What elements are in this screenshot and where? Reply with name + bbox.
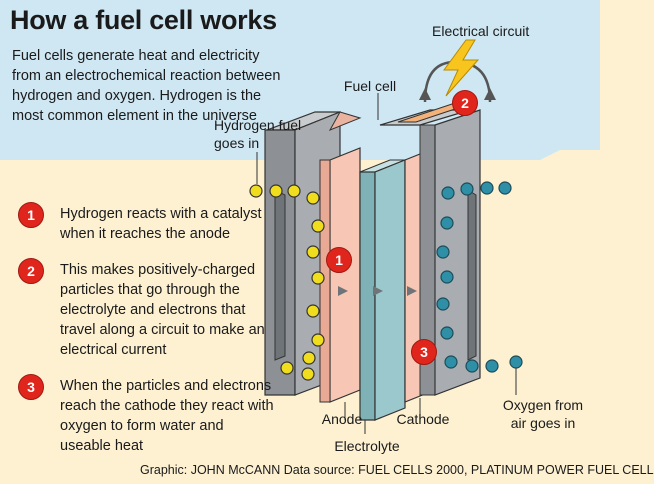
- diagram-badge-3: 3: [411, 339, 437, 365]
- label-oxygen: Oxygen from air goes in: [502, 397, 584, 431]
- label-electrical-circuit: Electrical circuit: [432, 23, 530, 39]
- step-1: 1 Hydrogen reacts with a catalyst when i…: [18, 202, 261, 252]
- flow-arrow: [407, 286, 417, 296]
- step-3: 3 When the particles and electrons reach…: [18, 374, 274, 454]
- step-2: 2 This makes positively-charged particle…: [18, 258, 265, 358]
- flow-arrow: [373, 286, 383, 296]
- diagram-badge-1: 1: [326, 247, 352, 273]
- electrolyte-layer: [359, 159, 406, 421]
- label-fuel-cell: Fuel cell: [343, 78, 397, 94]
- label-electrolyte: Electrolyte: [334, 438, 400, 454]
- label-anode: Anode: [321, 411, 363, 427]
- step-text: Hydrogen reacts with a catalyst when it …: [60, 206, 262, 242]
- oxygen-molecules: [436, 181, 523, 373]
- label-leader-lines: [256, 93, 517, 434]
- step-number-badge: 2: [18, 258, 44, 284]
- step-text: This makes positively-charged particles …: [60, 262, 265, 358]
- step-number-badge: 1: [18, 202, 44, 228]
- flow-arrow: [338, 286, 348, 296]
- label-hydrogen-fuel: Hydrogen fuel goes in: [214, 117, 302, 151]
- step-number-badge: 3: [18, 374, 44, 400]
- label-cathode: Cathode: [396, 411, 450, 427]
- lightning-bolt-icon: [443, 39, 480, 97]
- page-title: How a fuel cell works: [10, 5, 277, 35]
- diagram-illustration: [0, 0, 600, 434]
- intro-paragraph: Fuel cells generate heat and electricity…: [12, 48, 281, 124]
- credit-line: Graphic: JOHN McCANN Data source: FUEL C…: [140, 463, 654, 477]
- anode-layer: [319, 111, 362, 403]
- diagram-badge-2: 2: [452, 90, 478, 116]
- hydrogen-molecules: [249, 184, 325, 381]
- step-text: When the particles and electrons reach t…: [60, 378, 274, 454]
